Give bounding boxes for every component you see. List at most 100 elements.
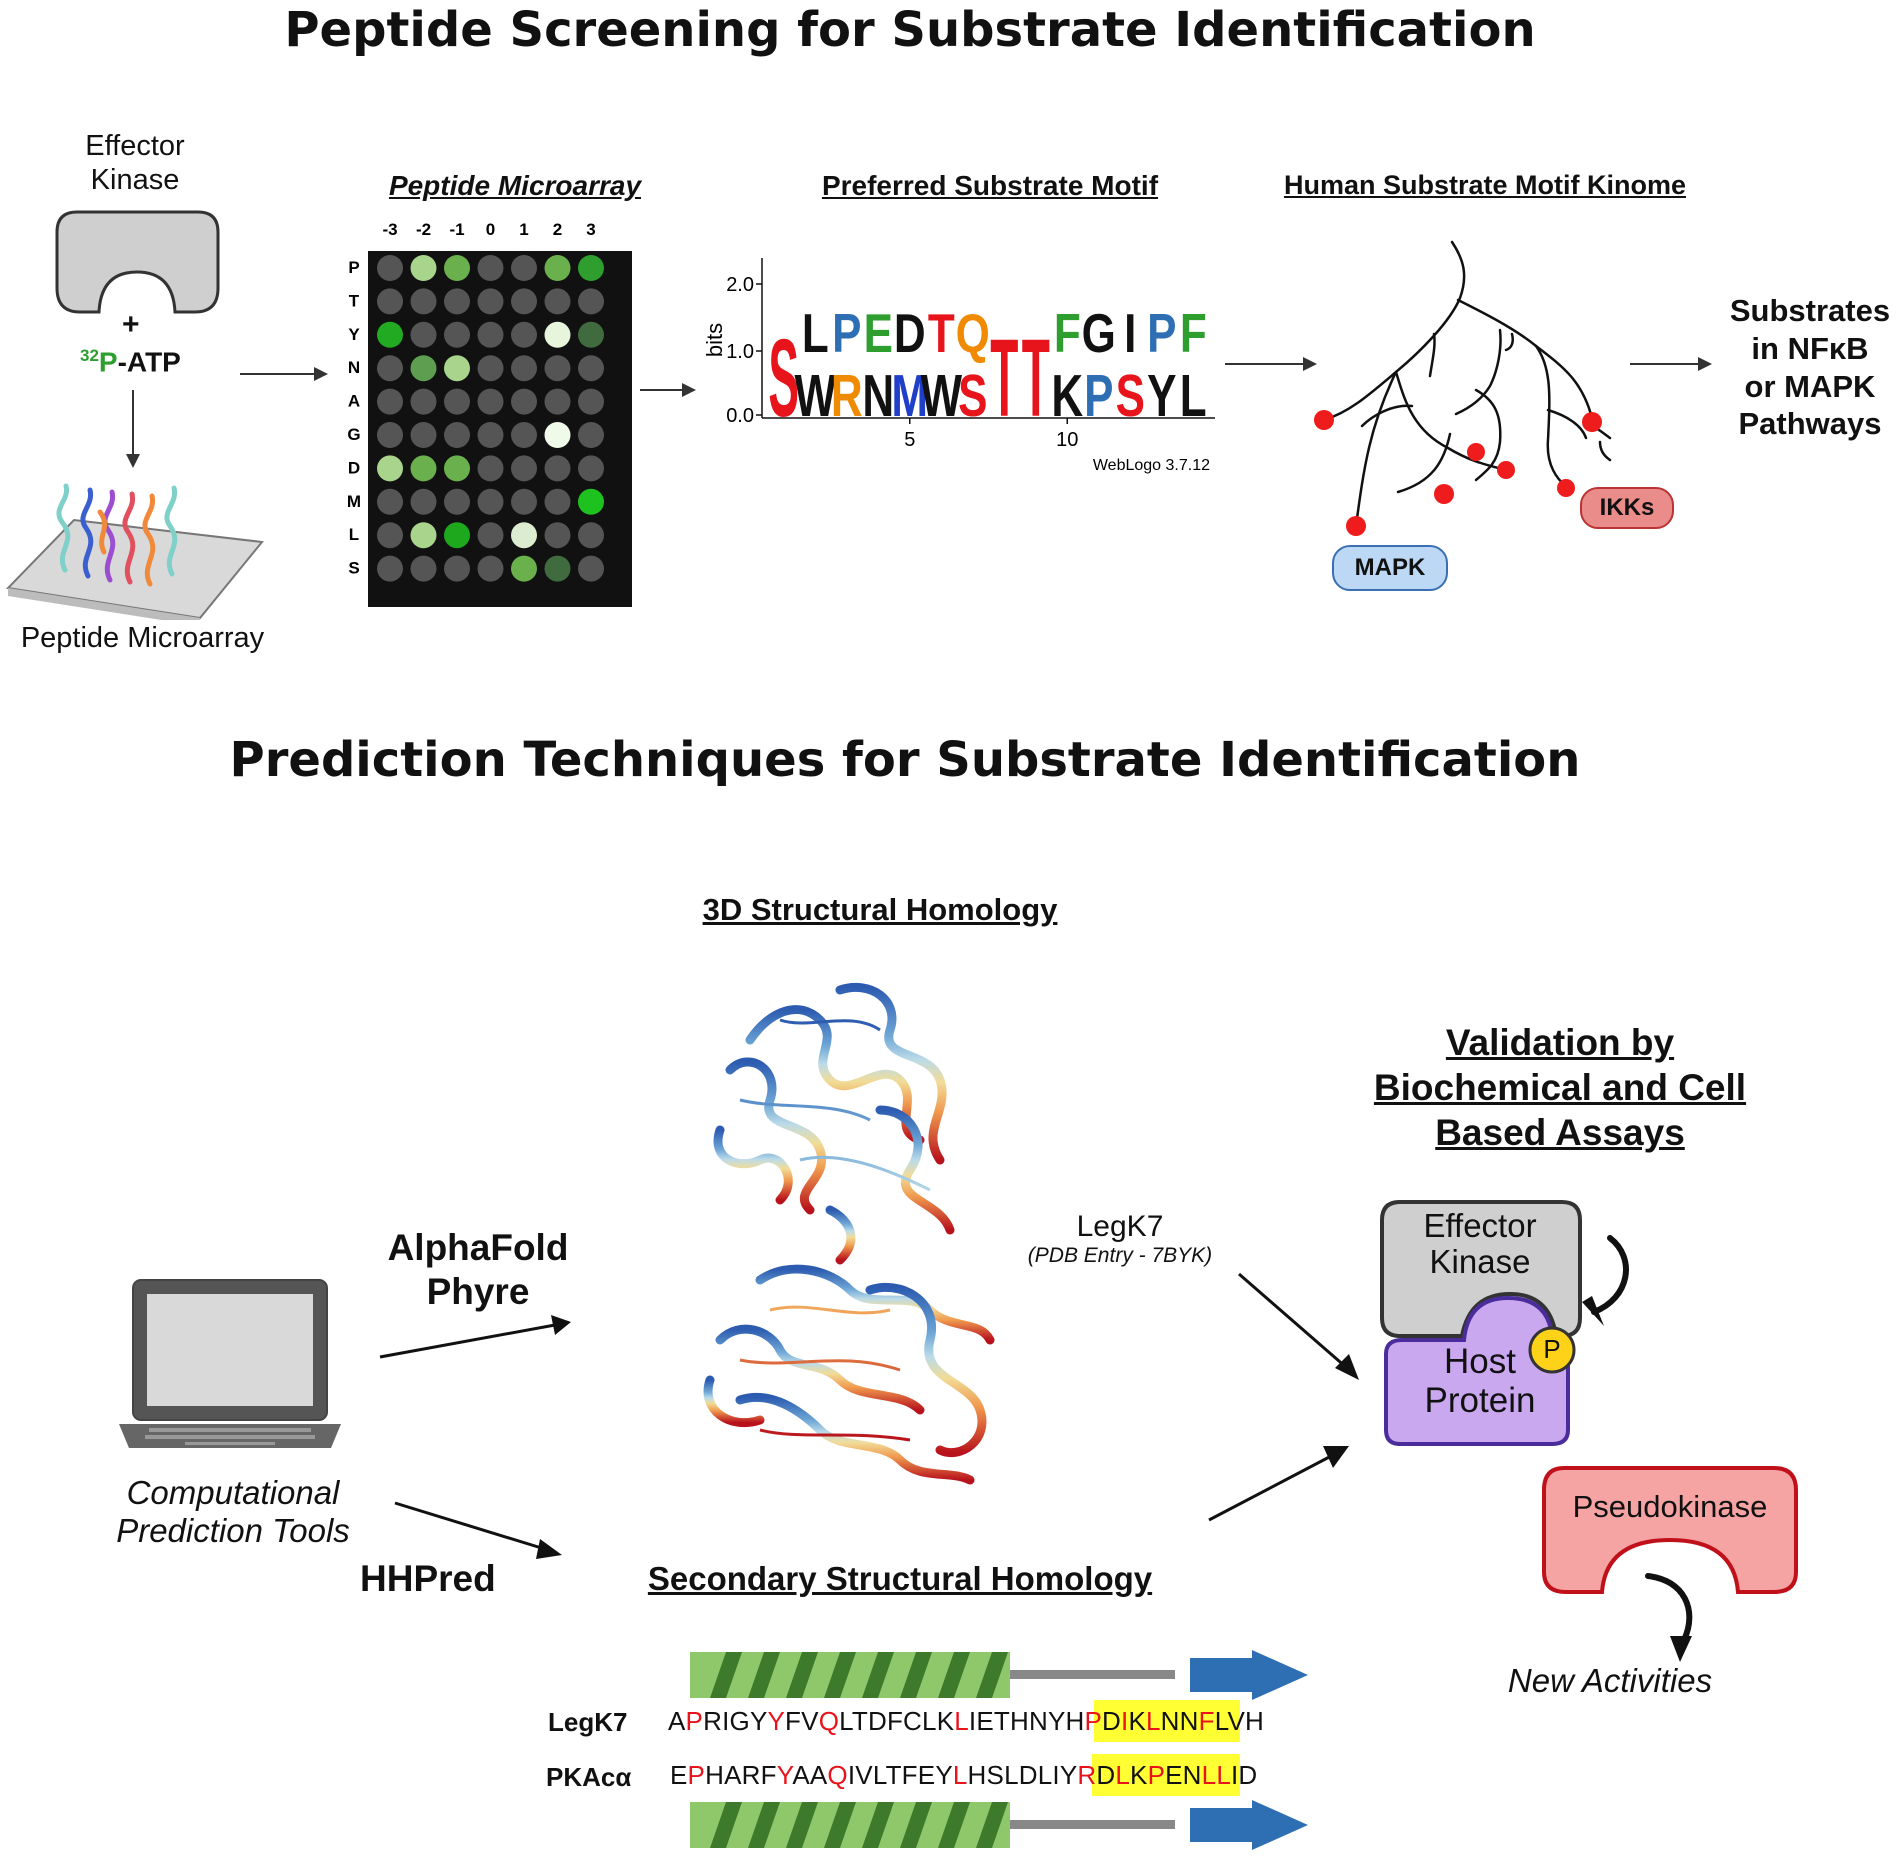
- microarray-spot: [511, 255, 537, 281]
- host-protein-label: Host Protein: [1400, 1342, 1560, 1420]
- logo-letter-top: S: [768, 315, 799, 439]
- microarray-spot: [578, 288, 604, 315]
- arrow-to-microarray: [240, 367, 328, 381]
- microarray-spot: [377, 355, 403, 382]
- logo-letter-top: G: [1082, 302, 1116, 364]
- logo-letter-top: T: [990, 315, 1018, 439]
- residue: I: [1121, 1706, 1129, 1736]
- effector-line2: Kinase: [90, 163, 180, 196]
- residue: L: [1214, 1706, 1228, 1736]
- kinome-header: Human Substrate Motif Kinome: [1283, 170, 1687, 200]
- microarray-spot: [544, 522, 571, 549]
- residue: T: [885, 1760, 902, 1790]
- residue: D: [867, 1706, 887, 1736]
- microarray-row-label: G: [347, 425, 360, 444]
- seq2-highlight: [1092, 1754, 1240, 1796]
- microarray-row-label: P: [348, 258, 359, 277]
- structural-header: 3D Structural Homology: [702, 892, 1058, 927]
- residue: L: [1115, 1760, 1131, 1790]
- microarray-spot: [578, 422, 604, 448]
- residue: L: [1004, 1760, 1019, 1790]
- residue: E: [917, 1760, 936, 1790]
- substrates-line4: Pathways: [1738, 406, 1882, 442]
- microarray-spot: [377, 455, 403, 482]
- residue: R: [1077, 1760, 1097, 1790]
- microarray-spot: [410, 555, 437, 582]
- residue: I: [847, 1760, 856, 1790]
- microarray-spot: [511, 555, 537, 582]
- peptide-slide-icon: [5, 483, 264, 620]
- logo-y-tick-label: 2.0: [726, 274, 754, 296]
- residue: H: [1009, 1706, 1029, 1736]
- arrow-to-kinome: [1225, 357, 1317, 371]
- residue: H: [967, 1760, 987, 1790]
- microarray-col-label: -1: [449, 220, 464, 239]
- seq2-label: PKAcα: [546, 1762, 632, 1792]
- logo-letter-bottom: Y: [1147, 364, 1176, 430]
- residue: P: [1147, 1760, 1166, 1790]
- microarray-spot: [578, 255, 604, 281]
- atp-superscript: 32: [80, 346, 99, 365]
- residue: E: [670, 1760, 688, 1790]
- atp-label: 32P-ATP: [80, 346, 181, 378]
- residue: Q: [827, 1760, 848, 1790]
- computational-line2: Prediction Tools: [116, 1511, 350, 1549]
- microarray-spot: [477, 422, 504, 448]
- residue: D: [1238, 1760, 1258, 1790]
- logo-letter-bottom: N: [862, 364, 894, 430]
- residue: A: [724, 1760, 742, 1790]
- residue: C: [903, 1706, 923, 1736]
- residue: A: [792, 1760, 810, 1790]
- residue: E: [1165, 1760, 1183, 1790]
- microarray-spot: [544, 255, 571, 281]
- residue: Y: [935, 1760, 953, 1790]
- alphafold-text: AlphaFold: [387, 1227, 569, 1268]
- residue: F: [901, 1760, 918, 1790]
- residue: Y: [767, 1706, 786, 1736]
- microarray-spot: [410, 255, 437, 281]
- microarray-spot: [444, 388, 470, 415]
- residue: L: [839, 1706, 852, 1736]
- microarray-spot: [511, 355, 537, 382]
- residue: V: [1227, 1706, 1246, 1736]
- logo-y-label: bits: [702, 323, 727, 357]
- microarray-spot: [410, 388, 437, 415]
- logo-y-tick-label: 1.0: [726, 341, 754, 363]
- residue: G: [729, 1706, 750, 1736]
- plus-sign: +: [122, 308, 140, 341]
- microarray-spot: [477, 288, 504, 315]
- microarray-row-label: D: [348, 458, 360, 477]
- seq1-highlight: [1094, 1700, 1240, 1742]
- residue: T: [851, 1706, 868, 1736]
- residue: T: [993, 1706, 1010, 1736]
- substrates-line2: in NFκB: [1751, 330, 1869, 366]
- effector-line1: Effector: [85, 130, 185, 162]
- logo-x-tick-label: 10: [1056, 429, 1078, 451]
- residue: E: [976, 1706, 994, 1736]
- residue: L: [1146, 1706, 1161, 1736]
- microarray-spot: [511, 288, 537, 315]
- microarray-spot: [444, 422, 470, 448]
- seq1-text: APRIGYYFVQLTDFCLKLIETHNYHPDIKLNNFLVH: [668, 1706, 1264, 1737]
- microarray-spot: [410, 455, 437, 482]
- motif-header: Preferred Substrate Motif: [821, 170, 1159, 201]
- alphafold-label: AlphaFold Phyre: [368, 1226, 588, 1315]
- microarray-spot: [544, 355, 571, 382]
- microarray-row-label: L: [349, 525, 359, 544]
- residue: L: [922, 1706, 937, 1736]
- residue: L: [1216, 1760, 1231, 1790]
- mapk-badge: MAPK: [1332, 545, 1448, 591]
- atp-rest: -ATP: [117, 346, 181, 378]
- microarray-row-label: A: [348, 392, 360, 411]
- logo-letter-top: F: [1054, 302, 1081, 364]
- protein-structure-3d: [703, 982, 995, 1485]
- residue: D: [1018, 1760, 1038, 1790]
- bottom-effector-line1: Effector: [1423, 1207, 1537, 1244]
- residue: I: [968, 1706, 977, 1736]
- microarray-spot: [544, 555, 571, 582]
- residue: H: [1065, 1706, 1085, 1736]
- validation-line3: Based Assays: [1435, 1112, 1685, 1154]
- secondary-structure-bottom: [690, 1800, 1308, 1850]
- residue: Q: [818, 1706, 840, 1736]
